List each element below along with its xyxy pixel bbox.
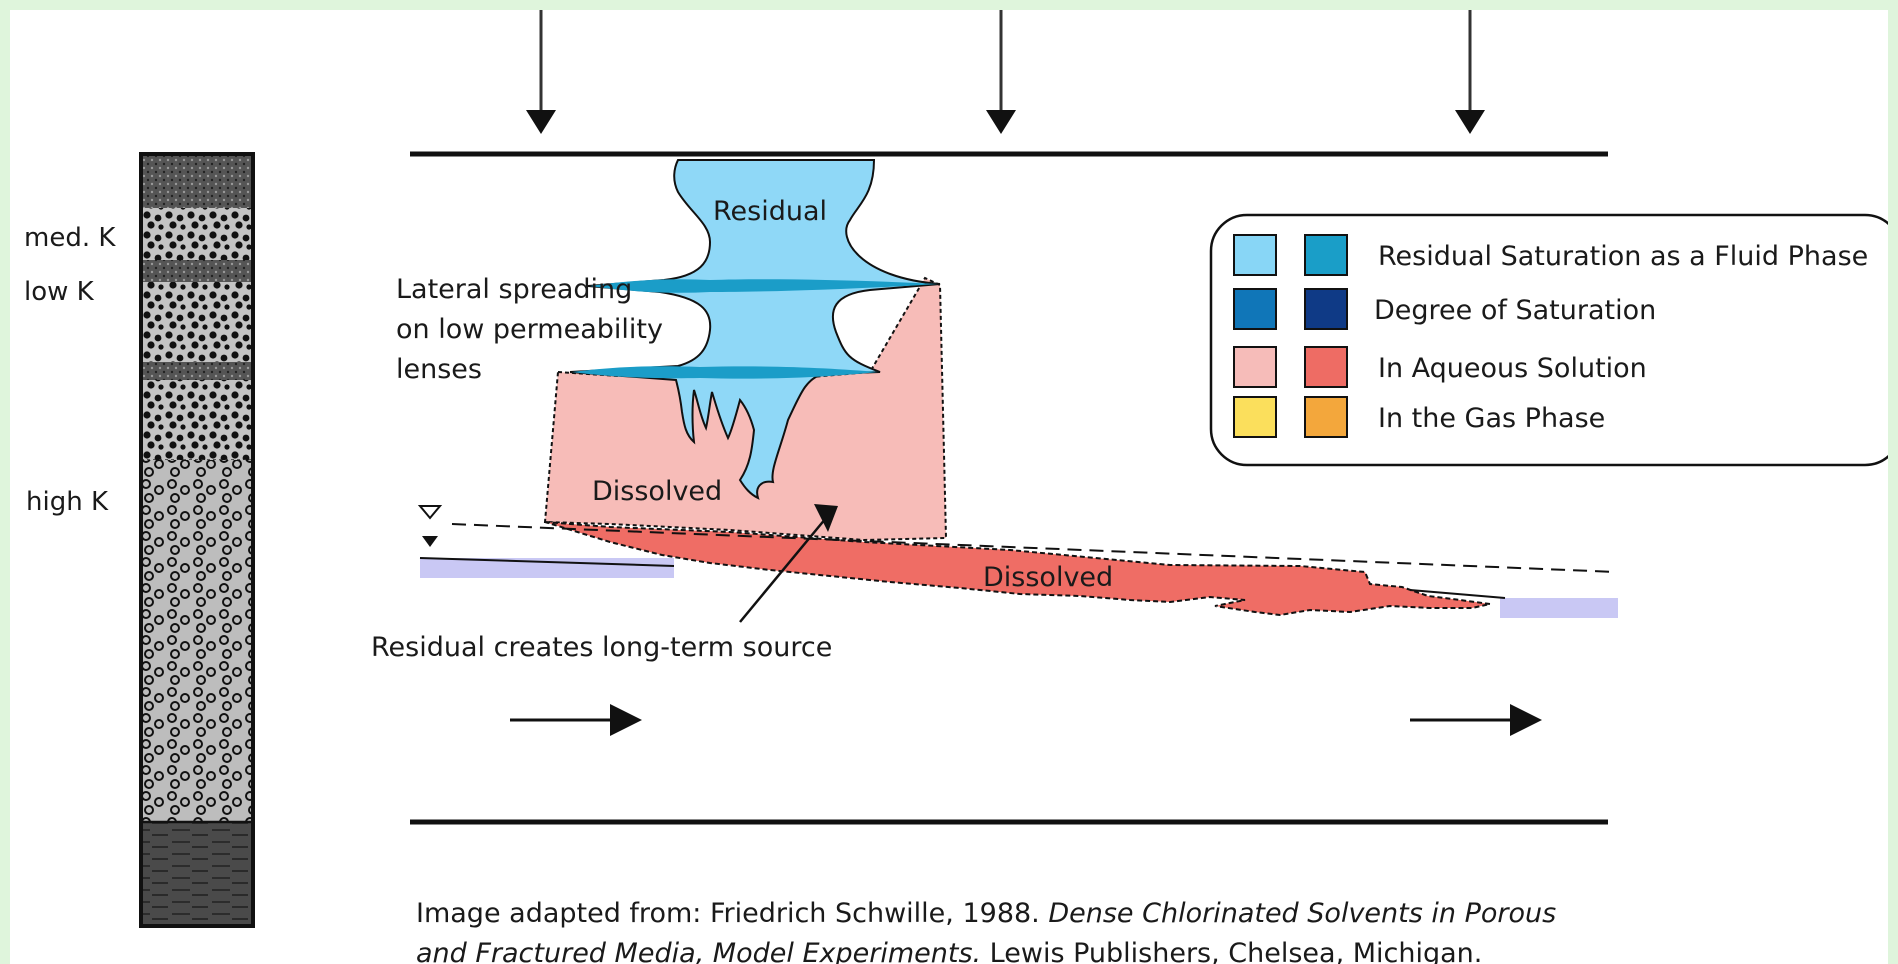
infiltration-arrowhead-2 bbox=[986, 110, 1016, 134]
strat-layer-med-k-2 bbox=[141, 282, 253, 362]
legend-swatch-4-light bbox=[1233, 396, 1277, 438]
caption-line-1-italic: Dense Chlorinated Solvents in Porous bbox=[1048, 898, 1556, 929]
diagram-frame: med. K low K high K Residual Dissolved D… bbox=[10, 10, 1888, 964]
legend-label-4: In the Gas Phase bbox=[1378, 403, 1605, 434]
label-high-k: high K bbox=[26, 487, 109, 517]
caption-line-2-italic: and Fractured Media, Model Experiments. bbox=[416, 938, 981, 964]
legend-swatch-2-dark bbox=[1304, 288, 1348, 330]
caption-line-1-plain: Image adapted from: Friedrich Schwille, … bbox=[416, 898, 1048, 929]
infiltration-arrowhead-3 bbox=[1455, 110, 1485, 134]
dissolved-upper-label: Dissolved bbox=[592, 476, 722, 507]
strat-layer-top-fine bbox=[141, 154, 253, 208]
label-low-k: low K bbox=[24, 277, 95, 307]
dissolved-plume bbox=[544, 521, 1491, 617]
water-table-symbol-filled bbox=[422, 536, 438, 547]
legend-swatch-4-dark bbox=[1304, 396, 1348, 438]
strat-layer-low-k-2 bbox=[141, 362, 253, 380]
legend-label-2: Degree of Saturation bbox=[1374, 295, 1656, 326]
strat-column bbox=[139, 152, 255, 928]
strat-column-border bbox=[139, 152, 255, 928]
residual-dnapl-body bbox=[569, 159, 941, 500]
legend: Residual Saturation as a Fluid PhaseDegr… bbox=[1209, 213, 1888, 467]
legend-swatch-1-dark bbox=[1304, 234, 1348, 276]
residual-band-upper bbox=[590, 279, 938, 293]
lateral-note-line-1: Lateral spreading bbox=[396, 274, 632, 305]
flow-arrowhead-left bbox=[610, 704, 642, 736]
lateral-note-line-3: lenses bbox=[396, 354, 482, 385]
legend-rows: Residual Saturation as a Fluid PhaseDegr… bbox=[1233, 234, 1868, 438]
strat-layer-med-k-3 bbox=[141, 380, 253, 460]
legend-label-1: Residual Saturation as a Fluid Phase bbox=[1378, 241, 1868, 272]
legend-swatch-1-light bbox=[1233, 234, 1277, 276]
residual-label: Residual bbox=[713, 196, 827, 227]
source-arrowhead bbox=[814, 504, 838, 532]
lateral-note-line-2: on low permeability bbox=[396, 314, 663, 345]
legend-swatch-3-dark bbox=[1304, 346, 1348, 388]
strat-layer-med-k bbox=[141, 208, 253, 260]
dnapl-diagram: med. K low K high K Residual Dissolved D… bbox=[24, 10, 1888, 964]
caption-line-1: Image adapted from: Friedrich Schwille, … bbox=[416, 898, 1556, 929]
legend-label-3: In Aqueous Solution bbox=[1378, 353, 1647, 384]
water-table-symbol-open bbox=[417, 505, 443, 520]
source-note: Residual creates long-term source bbox=[371, 632, 832, 663]
legend-swatch-3-light bbox=[1233, 346, 1277, 388]
strat-layer-clay bbox=[141, 822, 253, 926]
strat-layer-high-k bbox=[141, 460, 253, 822]
water-surface-right bbox=[1500, 598, 1618, 618]
water-table-line bbox=[451, 523, 1617, 573]
caption-line-2: and Fractured Media, Model Experiments. … bbox=[416, 938, 1482, 964]
residual-band-lower bbox=[572, 366, 878, 379]
legend-swatch-2-light bbox=[1233, 288, 1277, 330]
caption-line-2-plain: Lewis Publishers, Chelsea, Michigan. bbox=[981, 938, 1482, 964]
strat-layer-low-k bbox=[141, 260, 253, 282]
flow-arrowhead-right bbox=[1510, 704, 1542, 736]
label-med-k: med. K bbox=[24, 223, 116, 253]
infiltration-arrowhead-1 bbox=[526, 110, 556, 134]
legend-box bbox=[1209, 213, 1888, 467]
source-arrow-line bbox=[739, 517, 827, 623]
water-surface-left-edge bbox=[419, 557, 675, 567]
water-surface-right-edge bbox=[1409, 589, 1506, 599]
dissolved-lower-label: Dissolved bbox=[983, 562, 1113, 593]
